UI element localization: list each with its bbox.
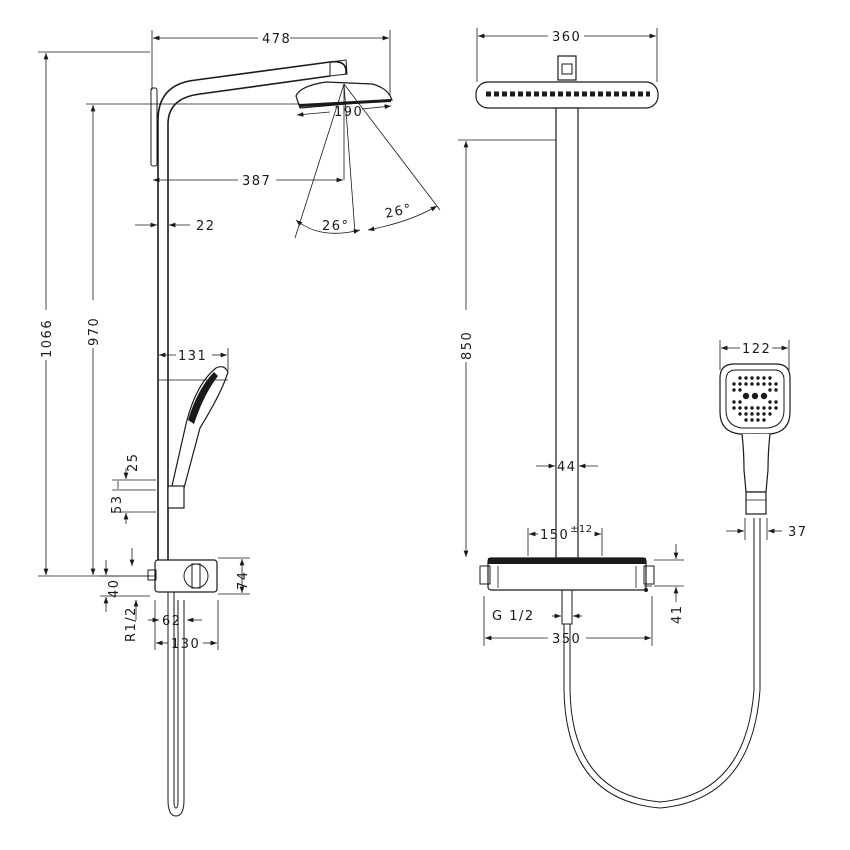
handshower-view: 122 37: [719, 340, 808, 540]
dim-holder-a: 25: [126, 452, 141, 472]
spray-angle-left-label: 26°: [322, 219, 350, 234]
front-riser-pipe: [555, 107, 579, 559]
side-view: 26° 26° 478 190 387 22 1066 970: [38, 30, 441, 817]
dim-head-width: 360: [552, 30, 581, 45]
dim-center-tolerance: ±12: [570, 524, 593, 535]
dim-handshower-head-width: 122: [742, 342, 771, 357]
wall-bracket: [150, 87, 158, 167]
dim-overall-height: 1066: [40, 319, 55, 358]
front-view: 360 850 44 150 ±12: [458, 28, 761, 809]
riser-pipe: [157, 60, 347, 560]
dim-center-distance: 150: [540, 528, 569, 543]
dim-outlet-thread: G 1/2: [492, 609, 535, 624]
front-hose: [563, 518, 761, 809]
spray-angle-right-label: 26°: [384, 202, 414, 222]
dim-thermostat-depth: 130: [171, 637, 200, 652]
dim-head-diameter: 190: [334, 105, 363, 120]
dim-overall-width: 478: [262, 32, 291, 47]
dim-connection-height: 40: [107, 578, 122, 598]
side-thermostat: [154, 559, 218, 593]
dim-connection-offset: 62: [162, 614, 182, 629]
dim-rail-height: 850: [460, 331, 475, 360]
dim-handshower-reach: 131: [178, 349, 207, 364]
dim-connection-thread: R1/2: [124, 606, 139, 642]
dim-pipe-offset: 22: [196, 219, 216, 234]
dim-holder-b: 53: [110, 494, 125, 514]
dim-pipe-diameter: 44: [557, 460, 577, 475]
dim-thermostat-height: 74: [236, 570, 251, 590]
dim-handle-width: 37: [788, 525, 808, 540]
dim-head-height: 970: [87, 317, 102, 346]
dim-head-reach: 387: [242, 174, 271, 189]
dim-thermostat-body-height: 41: [670, 604, 685, 624]
nozzle-grid: [732, 376, 778, 422]
dim-thermostat-width: 350: [552, 632, 581, 647]
handshower-handle: [741, 433, 771, 493]
side-handshower: [171, 366, 229, 489]
side-hose: [167, 592, 185, 817]
